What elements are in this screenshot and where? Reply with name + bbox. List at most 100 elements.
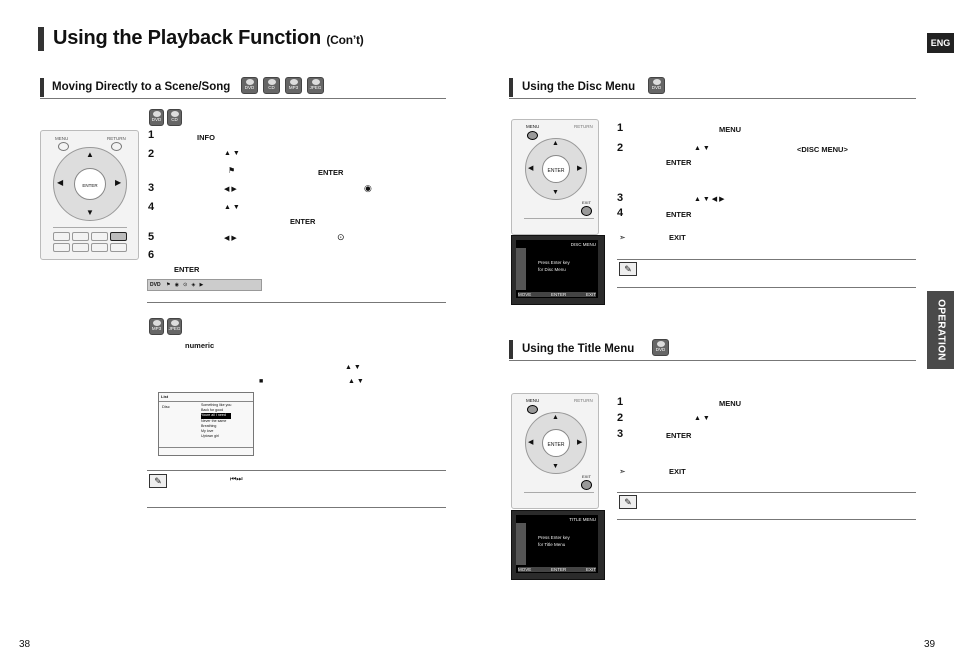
step-number: 5	[148, 231, 155, 243]
step-keyword: <DISC MENU>	[797, 145, 848, 154]
remote-return-label: RETURN	[574, 398, 593, 403]
tip-arrow-icon: ➣	[619, 467, 626, 476]
chapter-icon: ◉	[364, 183, 372, 193]
remote-exit-button	[581, 206, 592, 216]
up-down-arrows-icon: ▲ ▼	[224, 150, 240, 157]
remote-exit-label: EXIT	[582, 474, 591, 479]
enter-label: ENTER	[547, 442, 565, 448]
remote-return-label: RETURN	[574, 124, 593, 129]
screen-line-2: for Title Menu	[538, 542, 566, 547]
up-down-arrows-icon: ▲ ▼	[694, 145, 710, 152]
tip-arrow-icon: ➣	[619, 233, 626, 242]
dpad-right-icon: ▶	[577, 439, 583, 446]
dpad-center-button: ENTER	[74, 168, 106, 200]
step-number: 2	[617, 142, 624, 154]
remote-menu-label: MENU	[55, 136, 69, 141]
step-keyword: ENTER	[290, 217, 316, 226]
language-badge: ENG	[927, 33, 954, 53]
dpad-left-icon: ◀	[528, 165, 534, 172]
remote-control-illustration: MENU RETURN ▲ ▼ ◀ ▶ ENTER EXIT	[511, 393, 599, 509]
step-number: 1	[148, 129, 155, 141]
dpad-center-button: ENTER	[542, 429, 570, 457]
step-keyword: INFO	[197, 133, 215, 142]
side-tab: OPERATION	[927, 291, 954, 369]
dpad-left-icon: ◀	[57, 178, 64, 187]
screen-line-1: Press Enter key	[538, 535, 570, 540]
title-chapter-icon: ⚑	[228, 166, 236, 175]
dvd-badge-icon: DVD	[648, 77, 665, 94]
dpad-down-icon: ▼	[552, 463, 559, 470]
note-divider-top	[617, 492, 916, 493]
list-item: Youre all I need	[201, 413, 232, 419]
dpad-down-icon: ▼	[552, 189, 559, 196]
left-right-arrows-icon: ◀ ▶	[224, 235, 237, 242]
remote-lower-buttons	[524, 492, 594, 505]
remote-exit-label: EXIT	[582, 200, 591, 205]
remote-dpad: ▲ ▼ ◀ ▶ ENTER	[53, 147, 127, 221]
info-display-bar: DVD ⚑ ◉ ⊙ ◈ ▶	[147, 279, 262, 291]
remote-menu-button	[58, 142, 69, 151]
up-down-arrows-icon: ▲ ▼	[345, 364, 361, 371]
dpad-center-button: ENTER	[542, 155, 570, 183]
step-number: 4	[148, 201, 155, 213]
remote-dpad: ▲ ▼ ◀ ▶ ENTER	[525, 412, 587, 474]
dpad-up-icon: ▲	[552, 140, 559, 147]
four-way-arrows-icon: ▲ ▼ ◀ ▶	[694, 196, 725, 203]
note-divider-bottom	[617, 287, 916, 288]
enter-label: ENTER	[82, 183, 98, 188]
note-pencil-icon: ✎	[149, 474, 167, 488]
step-number: 2	[148, 148, 155, 160]
step-keyword: ENTER	[666, 431, 692, 440]
list-item: Uptown girl	[201, 434, 219, 439]
disc-menu-tv-screen: DISC MENU Press Enter key for Disc Menu …	[511, 235, 605, 305]
step-keyword: ENTER	[666, 158, 692, 167]
step-number: 3	[617, 192, 624, 204]
note-pencil-icon: ✎	[619, 262, 637, 276]
note-pencil-icon: ✎	[619, 495, 637, 509]
section-accent-bar	[509, 78, 513, 97]
title-accent-bar	[38, 27, 44, 51]
note-divider-top	[147, 470, 446, 471]
remote-menu-label: MENU	[526, 398, 540, 403]
step-number: 3	[148, 182, 155, 194]
info-bar-disc-label: DVD	[150, 282, 161, 288]
list-screen-folder: Disc	[162, 404, 170, 409]
dpad-right-icon: ▶	[577, 165, 583, 172]
section-divider	[509, 98, 916, 99]
list-item: Something like you	[201, 403, 232, 407]
screen-line-2: for Disc Menu	[538, 267, 566, 272]
list-screen-footer	[159, 447, 253, 455]
remote-control-illustration: MENU RETURN ▲ ▼ ◀ ▶ ENTER	[40, 130, 139, 260]
note-divider-bottom	[617, 519, 916, 520]
left-right-arrows-icon: ◀ ▶	[224, 186, 237, 193]
remote-return-button	[111, 142, 122, 151]
section-divider	[147, 302, 446, 303]
list-item: Never the same	[201, 418, 227, 423]
list-item: Breathing	[201, 423, 217, 428]
skip-buttons-icon: ⏮⏭	[230, 476, 243, 483]
step-keyword: ENTER	[174, 265, 200, 274]
screen-line-1: Press Enter key	[538, 260, 570, 265]
step-number: 2	[617, 412, 624, 424]
mp3-badge-icon: MP3	[149, 318, 164, 335]
list-screen-header: List	[161, 394, 169, 399]
section-divider	[509, 360, 916, 361]
section-title-title-menu: Using the Title Menu	[522, 343, 635, 355]
remote-info-button	[110, 232, 127, 241]
dvd-badge-icon: DVD	[149, 109, 164, 126]
exit-keyword: EXIT	[669, 467, 686, 476]
step-number: 3	[617, 428, 624, 440]
cd-badge-icon: CD	[167, 109, 182, 126]
side-tab-label: OPERATION	[935, 299, 946, 361]
screen-menu-tab: DISC MENU	[570, 242, 596, 247]
section-title-scene-song: Moving Directly to a Scene/Song	[52, 81, 231, 93]
step-keyword: ENTER	[666, 210, 692, 219]
page-title: Using the Playback Function (Con’t)	[53, 27, 364, 49]
remote-exit-button	[581, 480, 592, 490]
remote-menu-label: MENU	[526, 124, 540, 129]
cd-badge-icon: CD	[263, 77, 280, 94]
remote-menu-button	[527, 131, 538, 140]
remote-button-grid	[53, 227, 127, 256]
